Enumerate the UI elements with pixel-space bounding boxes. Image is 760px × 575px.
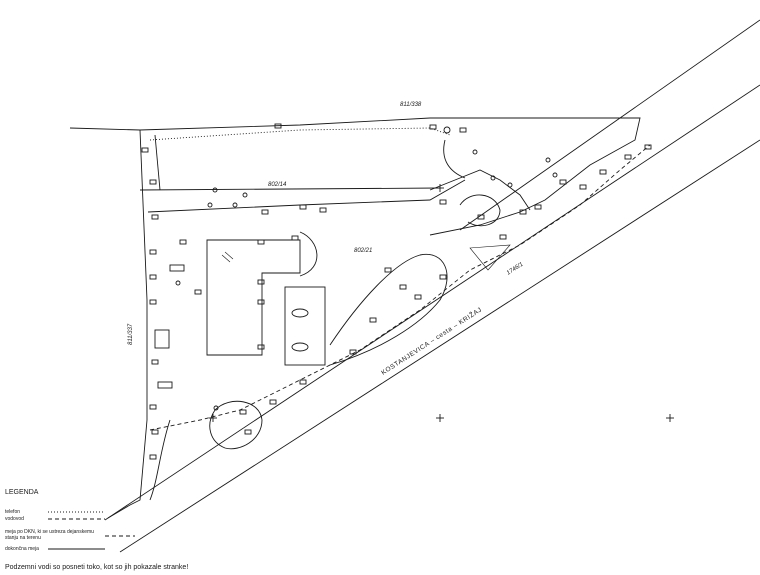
parcel-boundary-west: [107, 129, 148, 519]
survey-marks-interior: [239, 123, 652, 435]
legend-title: LEGENDA: [5, 489, 39, 496]
legend-item-stanje: stanju na terenu: [5, 535, 41, 541]
building-hatch: [221, 254, 231, 263]
yard-outline-1: [299, 231, 318, 277]
parcel-label-802-21: 802/21: [354, 248, 372, 254]
yard-outline-5: [443, 139, 466, 179]
legend-item-dokoncna: dokončna meja: [5, 546, 39, 552]
road-edge-south: [119, 139, 760, 553]
inner-boundary-line: [139, 187, 441, 191]
parcel-label-1746-1: 1746/1: [506, 262, 525, 277]
legend-item-dkn: meja po DKN, ki se ustreza dejanskemu: [5, 529, 94, 535]
footer-note: Podzemni vodi so posneti toko, kot so ji…: [5, 564, 188, 571]
parcel-label-811-337: 811/337: [128, 323, 134, 345]
yard-outline-3: [209, 400, 263, 450]
short-stub-line: [69, 127, 141, 131]
building-hatch-2: [224, 251, 234, 260]
legend: LEGENDA telefon vodovod meja po DKN, ki …: [5, 489, 135, 552]
utility-line-water: [149, 144, 651, 431]
legend-item-telefon: telefon: [5, 509, 20, 515]
survey-marks-west: [141, 147, 202, 460]
street-label: KOSTANJEVICA – cesta – KRIŽAJ: [379, 305, 483, 377]
mid-boundary-line: [147, 179, 466, 213]
parcel-802-21-boundary: [429, 169, 531, 211]
parcel-boundary-north: [139, 117, 641, 236]
inner-boundary-line-2: [154, 134, 161, 191]
parcel-label-802-14: 802/14: [268, 182, 287, 188]
grid-crosses: [209, 184, 674, 422]
utility-line-phone: [149, 127, 451, 141]
yard-outline-6: [149, 419, 171, 501]
tank-1: [291, 308, 309, 318]
parcel-label-811-338: 811/338: [400, 102, 422, 108]
yard-outline-2: [329, 253, 448, 366]
legend-item-vodovod: vodovod: [5, 516, 24, 522]
road-edge-north: [104, 84, 760, 521]
building-annex: [284, 286, 326, 366]
tank-2: [291, 342, 309, 352]
building-main: [206, 239, 301, 356]
small-triangle-plot: [469, 244, 511, 271]
yard-outline-4: [459, 194, 501, 227]
tree-symbols: [175, 126, 558, 411]
upper-right-boundary: [459, 19, 760, 231]
